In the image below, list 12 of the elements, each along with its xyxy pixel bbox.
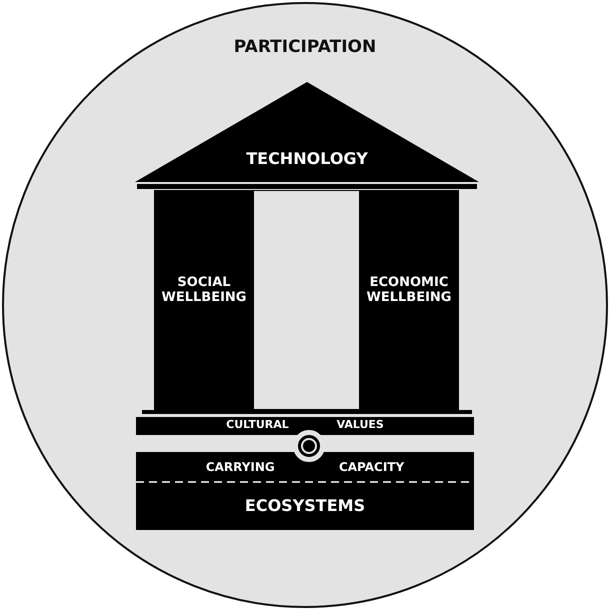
social-pillar xyxy=(154,190,254,410)
pillar-gap-panel xyxy=(254,190,359,410)
pillar-label: ECONOMIC WELLBEING xyxy=(366,276,452,306)
pillar-label: SOCIAL WELLBEING xyxy=(160,276,248,306)
base-upper-label: CARRYING CAPACITY xyxy=(204,461,406,475)
band-label: CULTURAL VALUES xyxy=(225,419,385,432)
roof-label: TECHNOLOGY xyxy=(245,150,369,168)
circle-title: PARTICIPATION xyxy=(232,38,378,58)
economic-pillar xyxy=(359,190,459,410)
cultural-values-band xyxy=(136,417,474,435)
base-lower-label: ECOSYSTEMS xyxy=(244,497,366,516)
ecosystem-base-block xyxy=(136,452,474,530)
